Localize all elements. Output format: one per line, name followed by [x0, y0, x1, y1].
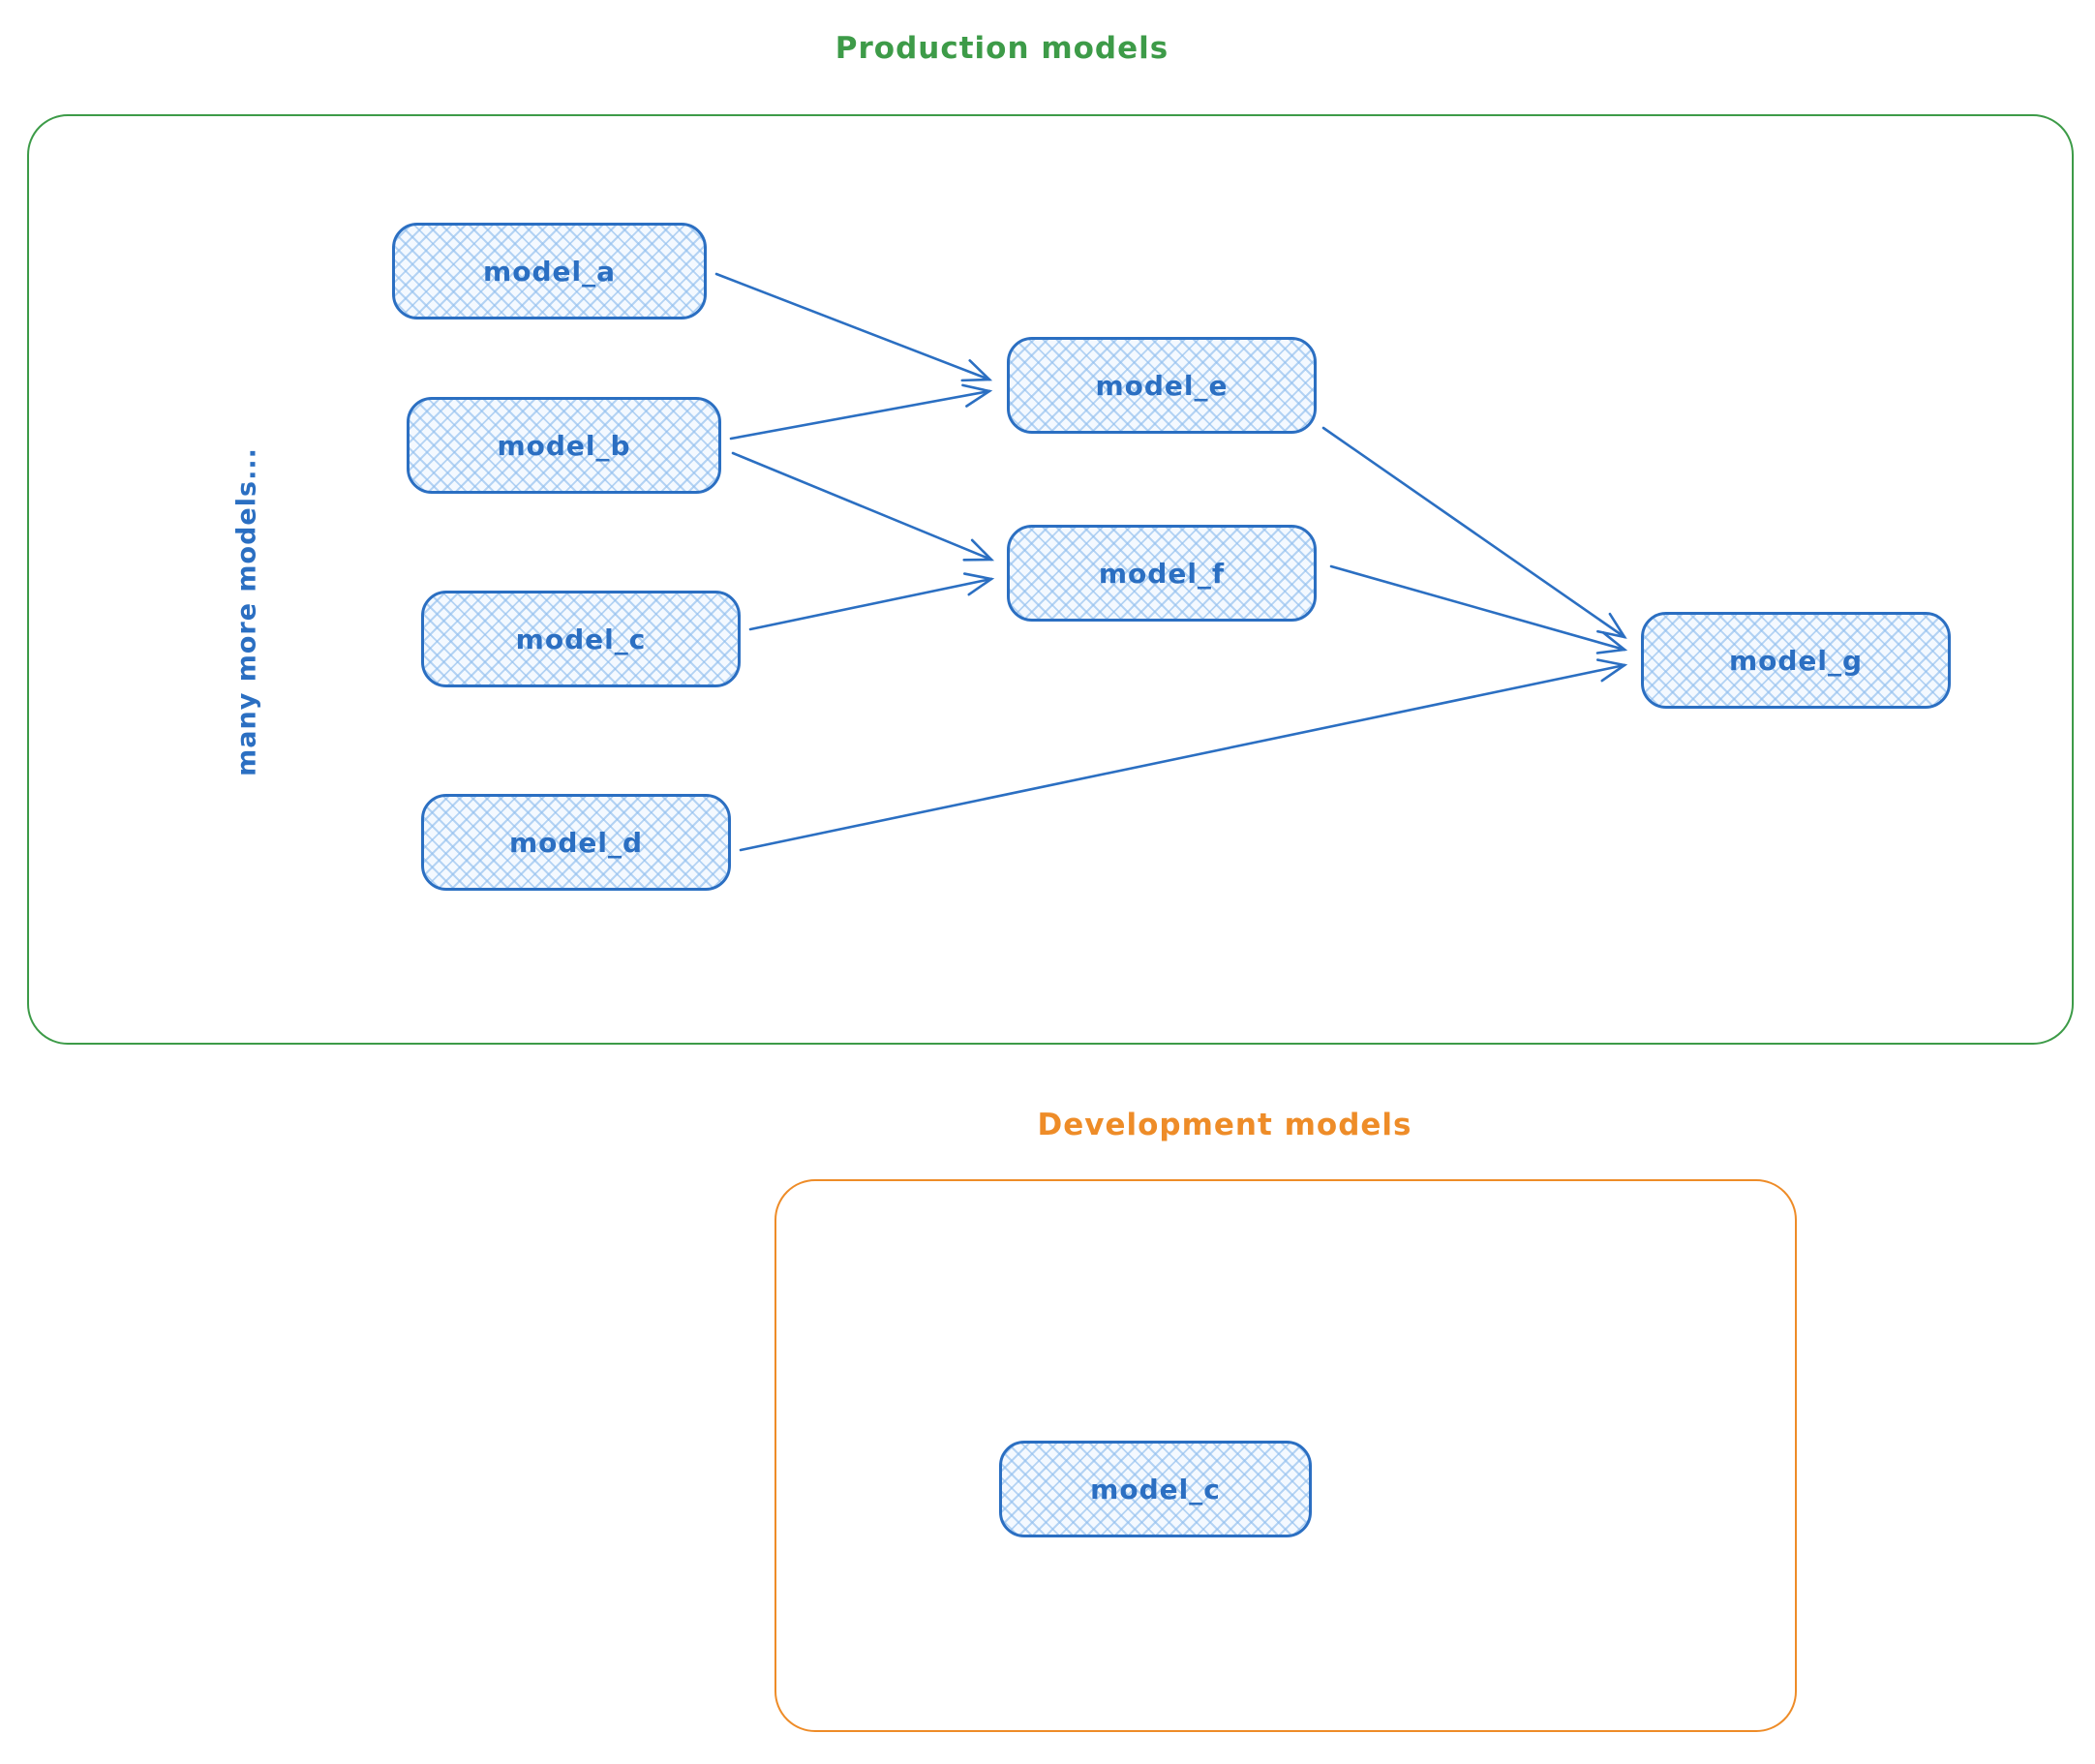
node-model-f-label: model_f: [1098, 557, 1226, 590]
development-group-container: [774, 1179, 1797, 1732]
node-model-b-label: model_b: [497, 429, 631, 462]
node-model-a-label: model_a: [483, 255, 616, 288]
node-dev-model-c-label: model_c: [1090, 1473, 1221, 1505]
node-model-d-label: model_d: [508, 826, 644, 859]
node-model-c-label: model_c: [515, 623, 647, 655]
node-model-b: model_b: [407, 397, 721, 494]
node-model-e: model_e: [1007, 337, 1317, 434]
node-model-f: model_f: [1007, 525, 1317, 622]
development-group-title: Development models: [1037, 1108, 1412, 1142]
production-group-container: [27, 114, 2074, 1045]
node-model-g: model_g: [1641, 612, 1951, 709]
many-more-models-note: many more models...: [231, 447, 262, 776]
production-group-title: Production models: [835, 31, 1169, 66]
node-dev-model-c: model_c: [999, 1441, 1312, 1537]
node-model-e-label: model_e: [1095, 369, 1229, 402]
node-model-a: model_a: [392, 223, 707, 319]
node-model-c: model_c: [421, 591, 741, 687]
node-model-d: model_d: [421, 794, 731, 891]
node-model-g-label: model_g: [1728, 644, 1864, 677]
